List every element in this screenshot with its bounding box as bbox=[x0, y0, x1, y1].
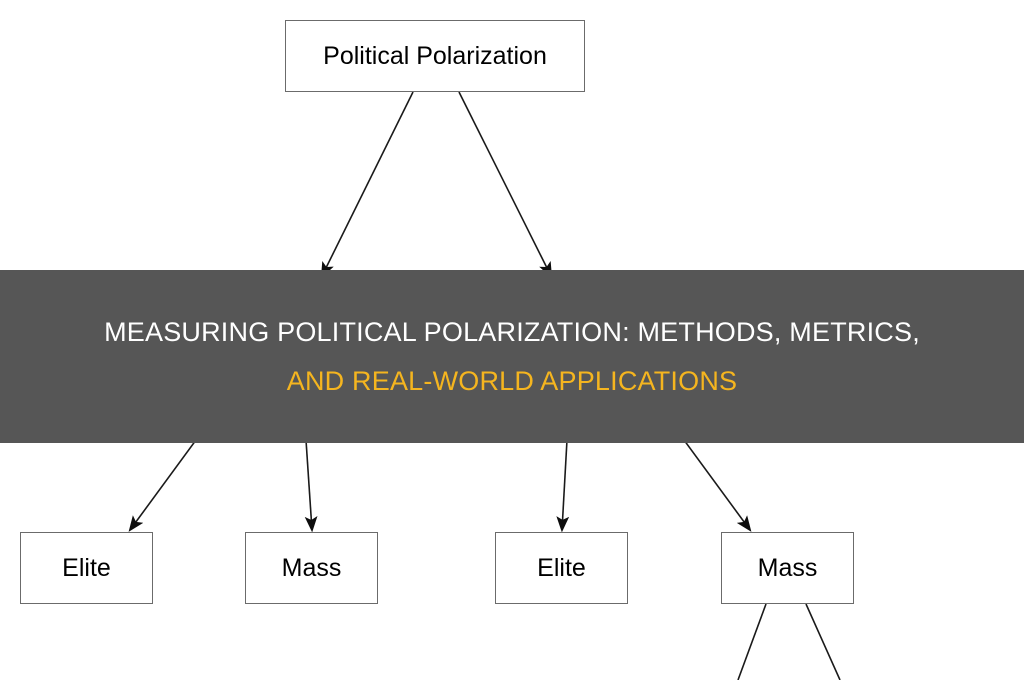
overlay-title-line-1: MEASURING POLITICAL POLARIZATION: METHOD… bbox=[104, 316, 920, 347]
node-affective-mass[interactable]: Mass bbox=[721, 532, 854, 604]
node-label: Elite bbox=[537, 553, 586, 582]
edge-mass-to-child-right bbox=[805, 603, 841, 680]
edge-mass-to-child-left bbox=[737, 603, 767, 680]
node-affective-elite[interactable]: Elite bbox=[495, 532, 628, 604]
node-political-polarization[interactable]: Political Polarization bbox=[285, 20, 585, 92]
overlay-title-line-2: AND REAL-WORLD APPLICATIONS bbox=[286, 365, 738, 396]
node-label: Political Polarization bbox=[323, 41, 547, 70]
node-label: Mass bbox=[757, 553, 818, 582]
edge-root-to-ideological bbox=[320, 91, 414, 279]
edge-root-to-affective bbox=[458, 91, 553, 279]
title-overlay-band: MEASURING POLITICAL POLARIZATION: METHOD… bbox=[0, 270, 1024, 443]
node-label: Mass bbox=[281, 553, 342, 582]
node-ideological-mass[interactable]: Mass bbox=[245, 532, 378, 604]
node-ideological-elite[interactable]: Elite bbox=[20, 532, 153, 604]
node-label: Elite bbox=[62, 553, 111, 582]
